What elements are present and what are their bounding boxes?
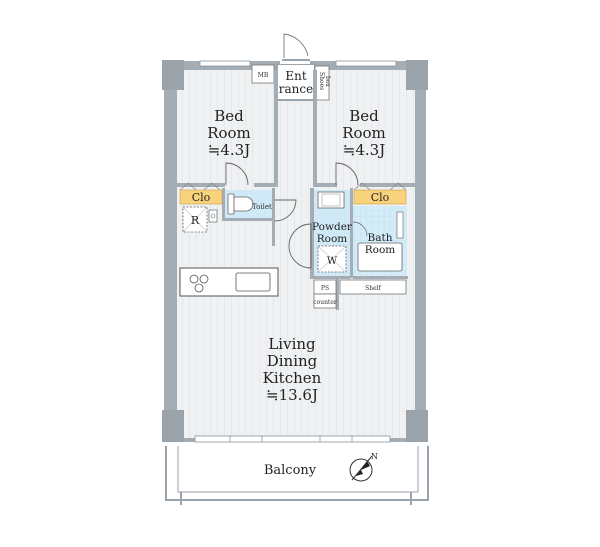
powder-room-label-line2: Room — [317, 233, 348, 245]
shoes-box-label-line1: Shoes — [318, 72, 325, 90]
entrance-label-line2: rance — [279, 82, 313, 96]
toilet-room — [225, 190, 272, 218]
bath-room — [352, 206, 407, 276]
bath-room-label-line1: Bath — [368, 232, 393, 244]
compass-icon — [349, 455, 373, 482]
entrance-label-line1: Ent — [285, 69, 306, 83]
closet-left-label: Clo — [192, 191, 211, 204]
bed-room-1-size: ≒4.3J — [208, 141, 250, 159]
closet-right — [353, 182, 407, 205]
ldk-label-line1: Living — [268, 335, 316, 353]
bed-room-2-label-line2: Room — [342, 124, 386, 142]
kitchen-counter — [179, 267, 279, 297]
bath-room-label-line2: Room — [365, 244, 396, 256]
closet-left — [179, 182, 223, 205]
ps-label: PS — [321, 285, 329, 292]
interior-walls — [177, 70, 415, 310]
bed-room-2-size: ≒4.3J — [343, 141, 385, 159]
bed-room-1-label-line2: Room — [207, 124, 251, 142]
utility-boxes — [313, 279, 407, 309]
compass-north-label: N — [371, 452, 378, 461]
ldk-label-line3: Kitchen — [263, 369, 322, 387]
door-swings — [225, 162, 359, 269]
counter-label: counter — [313, 299, 337, 306]
ldk-size: ≒13.6J — [266, 386, 318, 404]
entrance-area — [251, 33, 330, 101]
balcony — [165, 445, 429, 505]
shoes-box-label-line2: box — [324, 76, 331, 87]
powder-room-label-line1: Powder — [312, 221, 353, 233]
bed-room-1-label-line1: Bed — [214, 107, 244, 125]
washer-label: W — [327, 256, 338, 267]
mb-label: MB — [258, 72, 269, 79]
closet-right-label: Clo — [371, 191, 390, 204]
ldk-label-line2: Dining — [267, 352, 318, 370]
refrigerator-label: R — [191, 214, 200, 227]
shelf-label: Shelf — [365, 285, 381, 292]
balcony-label: Balcony — [264, 463, 317, 478]
bed-room-2-label-line1: Bed — [349, 107, 379, 125]
refrigerator-space — [182, 206, 218, 233]
toilet-label: Toilet — [252, 203, 272, 211]
powder-room — [314, 190, 350, 276]
